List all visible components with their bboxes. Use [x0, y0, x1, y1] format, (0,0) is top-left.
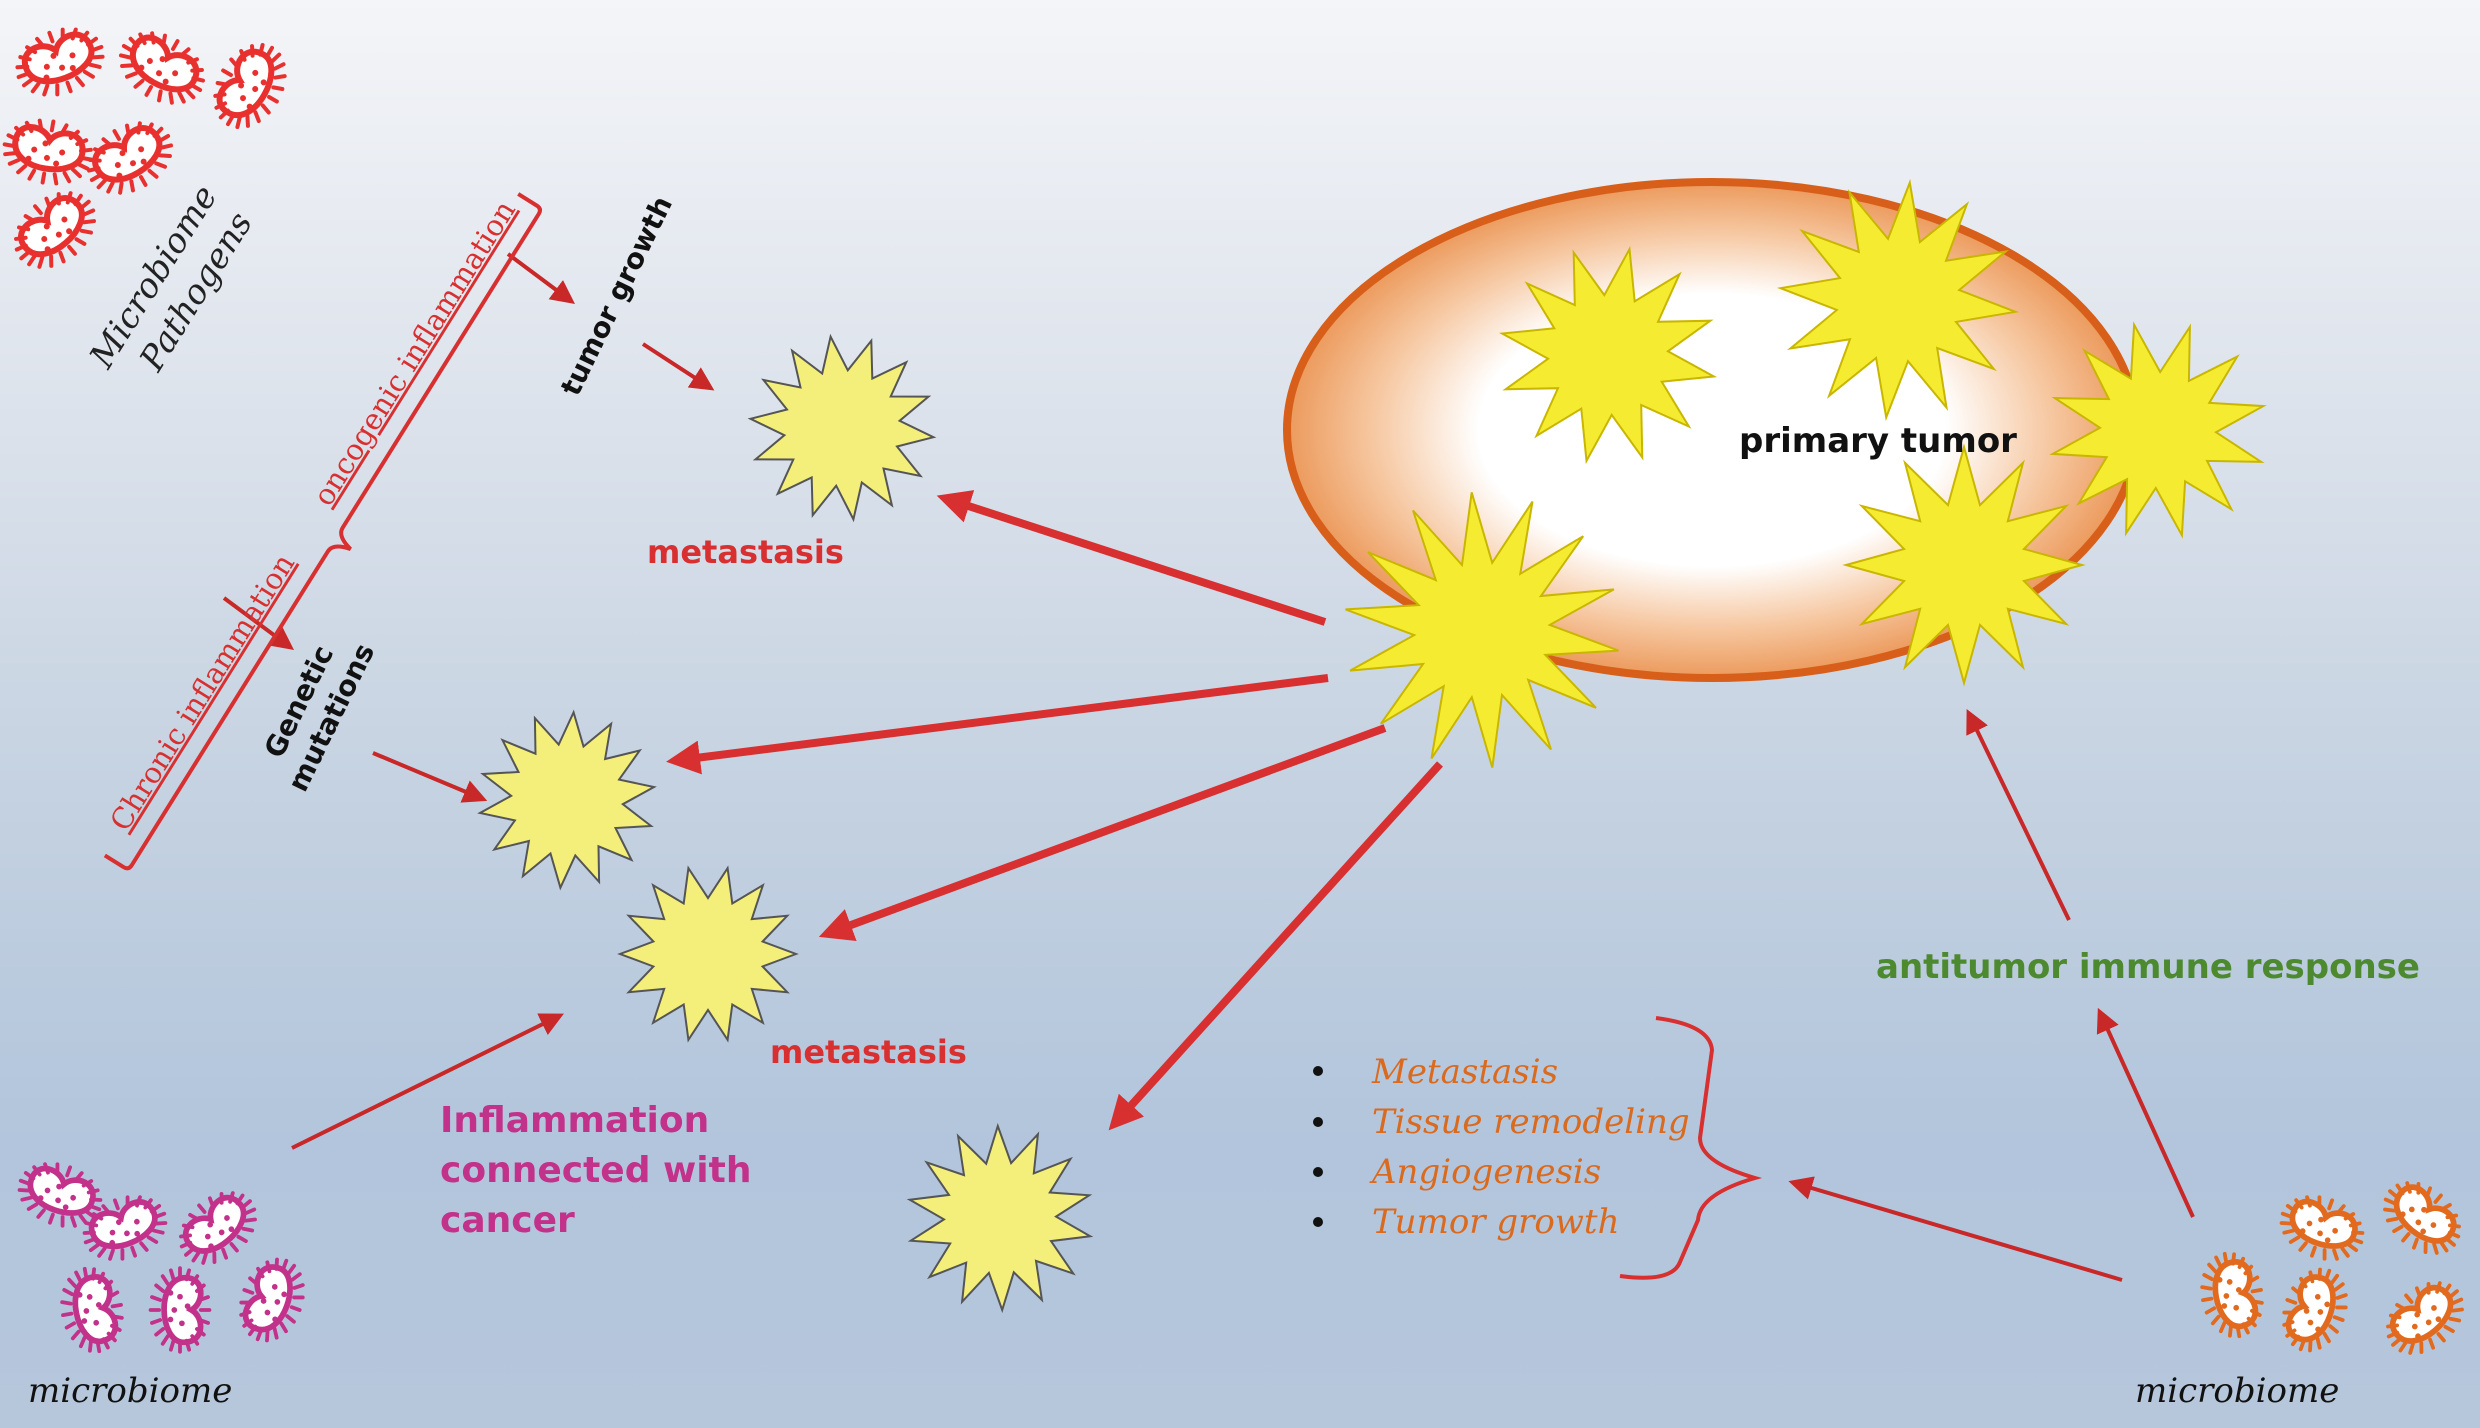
pathogen-bacteria-icon: [2, 27, 287, 269]
inflammation-label-line3: cancer: [440, 1200, 575, 1241]
inflammation-cancer-label: Inflammation connected with cancer: [440, 1100, 751, 1241]
bacterium-icon: [148, 1266, 212, 1354]
metastasis-cell: [906, 1122, 1094, 1314]
metastasis-cells: [477, 333, 1094, 1314]
microbiome-bacteria-left-icon: [17, 1162, 305, 1354]
bacterium-icon: [239, 1257, 305, 1343]
arrow-microbiome-to-metastasis: [291, 1013, 564, 1150]
emitting-tumor-cell: [1345, 492, 1619, 768]
arrow-mutations-to-metastasis: [372, 751, 488, 803]
metastasis-label-top: metastasis: [647, 533, 844, 571]
tumor-cell: [1842, 443, 2086, 687]
chronic-inflammation-label: Chronic inflammation: [103, 548, 301, 837]
arrow-to-metastasis-mid: [818, 724, 1387, 942]
bacterium-icon: [17, 1162, 103, 1228]
bacterium-icon: [2386, 1281, 2464, 1355]
tumor-growth-label: tumor growth: [554, 191, 679, 401]
primary-tumor-label: primary tumor: [1739, 421, 2017, 461]
bacterium-icon: [15, 27, 105, 97]
bullet-icon: [1313, 1217, 1323, 1227]
arrow-microbiome-to-antitumor: [2096, 1007, 2195, 1218]
metastasis-cell: [617, 865, 799, 1043]
arrow-to-metastasis-bottom: [1108, 761, 1443, 1131]
tumor-cell: [1776, 178, 2020, 422]
bacterium-icon: [2200, 1251, 2264, 1339]
oncogenic-inflammation-label: oncogenic inflammation: [306, 194, 522, 511]
bacterium-icon: [87, 121, 173, 195]
inflammation-label-line2: connected with: [440, 1150, 751, 1191]
arrow-to-metastasis-left: [666, 674, 1329, 775]
arrow-to-metastasis-top: [936, 490, 1327, 626]
microbiome-pathogens-label: Microbiome Pathogens: [81, 178, 260, 378]
effect-item: Metastasis: [1371, 1052, 1558, 1092]
arrow-tumor-growth-to-metastasis: [641, 342, 715, 391]
bacterium-icon: [213, 43, 287, 129]
bacterium-icon: [119, 31, 205, 105]
metastasis-arrows: [666, 490, 1443, 1131]
metastasis-label-mid: metastasis: [770, 1033, 967, 1071]
metastasis-cell: [477, 709, 657, 891]
microbiome-bacteria-right-icon: [2200, 1181, 2464, 1355]
bullet-icon: [1313, 1117, 1323, 1127]
effects-list: Metastasis Tissue remodeling Angiogenesi…: [1313, 1052, 1690, 1242]
bacterium-icon: [179, 1191, 257, 1265]
metastasis-cell: [747, 333, 937, 523]
bacterium-icon: [14, 191, 96, 269]
bacterium-icon: [2, 118, 94, 186]
tumor-cell: [1498, 245, 1718, 465]
bacterium-icon: [2279, 1195, 2365, 1261]
effects-brace: [1619, 1016, 1763, 1280]
bacterium-icon: [60, 1266, 124, 1354]
bullet-icon: [1313, 1066, 1323, 1076]
effect-item: Tumor growth: [1372, 1202, 1620, 1242]
tumor-cells: [1345, 178, 2267, 768]
effect-item: Angiogenesis: [1369, 1152, 1601, 1192]
effect-item: Tissue remodeling: [1372, 1102, 1690, 1142]
inflammation-label-line1: Inflammation: [440, 1100, 709, 1141]
arrow-to-tumor-growth: [506, 252, 576, 304]
bacterium-icon: [82, 1195, 168, 1261]
microbiome-label-left: microbiome: [28, 1371, 232, 1411]
pathway-arrows: [222, 252, 2195, 1282]
antitumor-response-label: antitumor immune response: [1876, 947, 2420, 987]
tumor-cell: [2049, 321, 2267, 539]
bacterium-icon: [2282, 1267, 2348, 1353]
microbiome-label-right: microbiome: [2135, 1371, 2339, 1411]
bullet-icon: [1313, 1167, 1323, 1177]
arrow-microbiome-to-effects: [1788, 1176, 2123, 1282]
arrow-antitumor-to-tumor: [1966, 709, 2071, 921]
bacterium-icon: [2383, 1181, 2461, 1255]
